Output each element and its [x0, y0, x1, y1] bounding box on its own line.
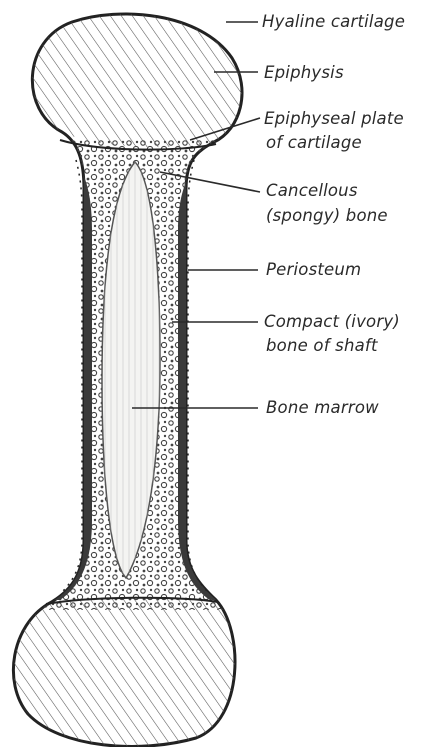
label-bone-marrow: Bone marrow: [266, 397, 379, 419]
label-epiphysis: Epiphysis: [264, 62, 344, 84]
label-compact-1: Compact (ivory): [264, 311, 400, 333]
label-compact-2: bone of shaft: [266, 335, 378, 357]
label-cancellous-2: (spongy) bone: [266, 205, 388, 227]
label-cancellous-1: Cancellous: [266, 180, 358, 202]
periosteum-dots: [188, 160, 208, 592]
label-epiphyseal-plate-1: Epiphyseal plate: [264, 108, 404, 130]
compact-bone-left: [50, 148, 92, 600]
epiphysis-top: [32, 14, 242, 147]
epiphysis-bottom: [13, 597, 235, 746]
label-epiphyseal-plate-2: of cartilage: [266, 132, 362, 154]
compact-bone-right: [178, 148, 222, 600]
label-periosteum: Periosteum: [266, 259, 361, 281]
label-hyaline-cartilage: Hyaline cartilage: [262, 11, 405, 33]
